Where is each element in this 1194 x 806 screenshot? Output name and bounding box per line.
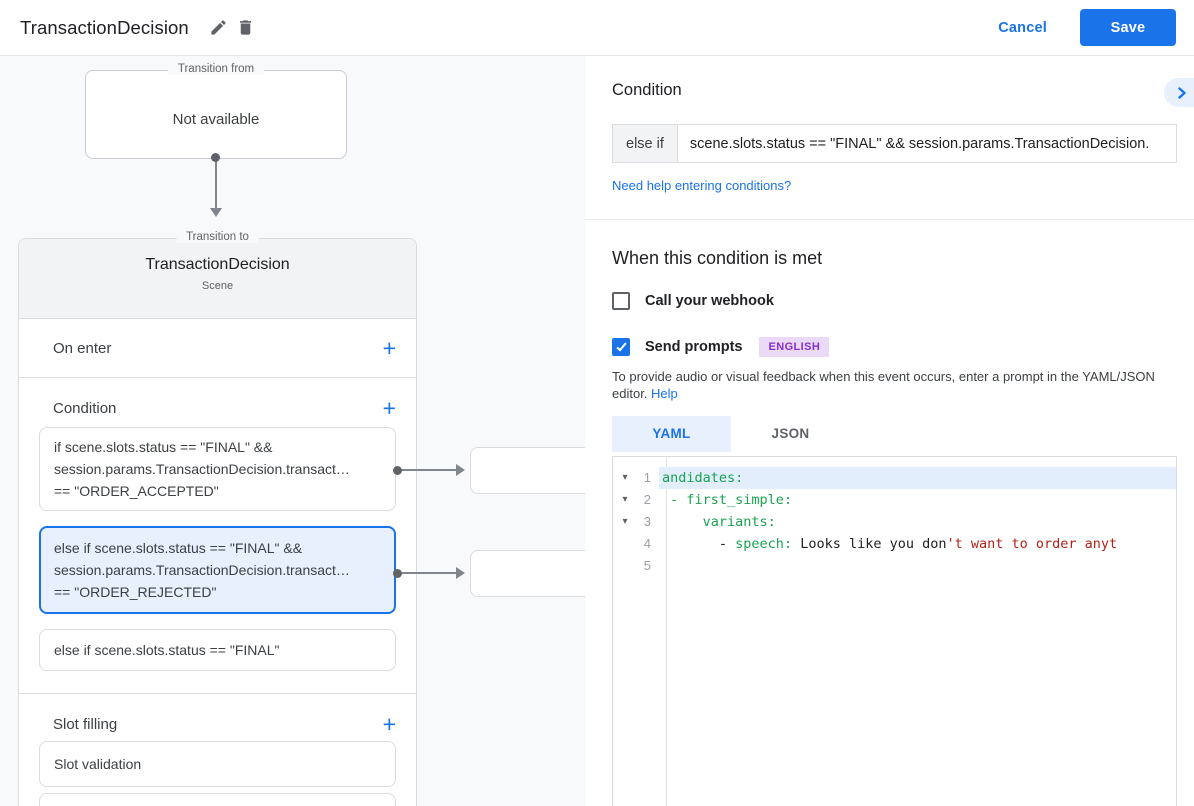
line-number: 4 (643, 536, 651, 551)
editor-line: ▾ 1 andidates: (613, 467, 1176, 489)
editor-line: ▾ 2 - first_simple: (613, 489, 1176, 511)
scene-subtitle: Scene (201, 280, 234, 292)
condition-card[interactable]: if scene.slots.status == "FINAL" && sessi… (39, 427, 396, 511)
scene-card-header[interactable]: TransactionDecision Scene (19, 239, 416, 319)
condition1-connector-line (402, 469, 456, 471)
send-prompts-checkbox[interactable] (612, 338, 630, 356)
send-prompts-row: Send prompts ENGLISH (612, 337, 1177, 357)
editor-lines: ▾ 1 andidates: ▾ 2 - first_simple: ▾ 3 variant… (613, 457, 1176, 577)
transition-target-box-1[interactable] (470, 447, 585, 494)
transition-from-legend: Transition from (167, 63, 265, 75)
condition-section-label: Condition (53, 399, 117, 417)
collapse-panel-button[interactable] (1164, 78, 1194, 107)
language-badge: ENGLISH (759, 337, 830, 357)
yaml-editor[interactable]: ▾ 1 andidates: ▾ 2 - first_simple: ▾ 3 variant… (612, 456, 1177, 806)
condition-operator-label: else if (613, 125, 678, 162)
slot-card[interactable]: Slot validation (39, 741, 396, 787)
when-condition-heading: When this condition is met (612, 248, 823, 268)
save-button[interactable]: Save (1080, 9, 1176, 46)
send-prompts-label: Send prompts (645, 339, 743, 355)
line-number: 1 (643, 470, 651, 485)
condition-section: Condition + if scene.slots.status == "FI… (19, 378, 416, 694)
line-number: 5 (643, 558, 651, 573)
connector-dot (211, 153, 220, 162)
on-enter-label: On enter (53, 339, 112, 357)
condition-card[interactable]: else if scene.slots.status == "FINAL" (39, 629, 396, 671)
slot-filling-label: Slot filling (53, 715, 118, 733)
code-text: variants: (662, 514, 776, 530)
arrowhead-down-icon (210, 208, 222, 217)
editor-line: ▾ 3 variants: (613, 511, 1176, 533)
condition-text-line: == "ORDER_ACCEPTED" (54, 483, 219, 499)
condition-text-line: == "ORDER_REJECTED" (54, 584, 217, 600)
prompt-hint: To provide audio or visual feedback when… (612, 368, 1174, 402)
add-condition-button[interactable]: + (382, 395, 396, 421)
condition-text-line: else if scene.slots.status == "FINAL" && (54, 540, 303, 556)
pencil-icon (211, 20, 226, 35)
line-number: 3 (643, 514, 651, 529)
condition-heading: Condition (612, 81, 682, 99)
condition2-connector-dot (393, 569, 402, 578)
conditions-help-link[interactable]: Need help entering conditions? (612, 178, 792, 193)
condition-text-line: session.params.TransactionDecision.trans… (54, 562, 350, 578)
condition-expression-input[interactable] (677, 125, 1176, 162)
editor-line: 4 - speech: Looks like you don't want to… (613, 533, 1176, 555)
fold-arrow-icon[interactable]: ▾ (622, 516, 628, 527)
condition-text-line: session.params.TransactionDecision.trans… (54, 461, 350, 477)
slot-card-list: Slot validation (19, 741, 416, 787)
condition-detail-panel: Condition else if Need help entering con… (585, 56, 1194, 806)
code-text (659, 555, 1176, 577)
code-text: - first_simple: (662, 492, 793, 508)
hint-help-link[interactable]: Help (651, 386, 678, 401)
fold-spacer (613, 555, 637, 577)
condition-text-line: if scene.slots.status == "FINAL" && (54, 439, 273, 455)
tab-json[interactable]: JSON (771, 426, 810, 441)
edit-title-button[interactable] (205, 14, 232, 41)
editor-line: 5 (613, 555, 1176, 577)
fold-spacer (613, 533, 637, 555)
connector-line (215, 160, 217, 209)
delete-scene-button[interactable] (232, 14, 259, 41)
fold-arrow-icon[interactable]: ▾ (622, 494, 628, 505)
scene-card: Transition to TransactionDecision Scene … (18, 231, 417, 806)
arrowhead-right-icon (456, 464, 465, 476)
section-divider (585, 219, 1194, 220)
call-webhook-checkbox[interactable] (612, 292, 630, 310)
prompt-hint-text: To provide audio or visual feedback when… (612, 369, 1155, 401)
editor-gutter (613, 457, 667, 806)
transition-to-legend: Transition to (176, 231, 259, 243)
condition1-connector-dot (393, 466, 402, 475)
slot-filling-section: Slot filling + Slot validation (19, 694, 416, 806)
code-text: - speech: Looks like you don't want to o… (662, 536, 1118, 552)
arrowhead-right-icon (456, 567, 465, 579)
slot-card-partial[interactable] (39, 793, 396, 806)
page-title: TransactionDecision (20, 16, 189, 38)
condition-card-list: if scene.slots.status == "FINAL" && sessi… (19, 427, 416, 671)
code-text: andidates: (659, 467, 1176, 489)
add-on-enter-button[interactable]: + (382, 335, 396, 361)
transition-from-box: Transition from Not available (85, 63, 347, 159)
condition-card[interactable]: else if scene.slots.status == "FINAL" &&… (39, 526, 396, 614)
line-number: 2 (643, 492, 651, 507)
tab-yaml[interactable]: YAML (612, 416, 731, 452)
condition-text-line: else if scene.slots.status == "FINAL" (54, 642, 280, 658)
call-webhook-label: Call your webhook (645, 293, 774, 309)
condition2-connector-line (402, 572, 456, 574)
check-icon (615, 340, 627, 352)
trash-icon (239, 20, 251, 35)
scene-graph-canvas: Transition from Not available Transition… (0, 56, 585, 806)
on-enter-section[interactable]: On enter + (19, 319, 416, 378)
fold-arrow-icon[interactable]: ▾ (622, 472, 628, 483)
add-slot-button[interactable]: + (382, 711, 396, 737)
scene-title: TransactionDecision (145, 256, 290, 273)
cancel-button[interactable]: Cancel (998, 19, 1047, 36)
editor-tabs: YAML JSON (612, 416, 1177, 452)
top-bar: TransactionDecision Cancel Save (0, 0, 1194, 56)
webhook-row: Call your webhook (612, 292, 1177, 310)
slot-card-label: Slot validation (54, 756, 142, 772)
condition-input-group: else if (612, 124, 1177, 163)
transition-from-value: Not available (172, 111, 260, 128)
transition-target-box-2[interactable] (470, 550, 585, 597)
chevron-right-icon (1178, 86, 1186, 99)
